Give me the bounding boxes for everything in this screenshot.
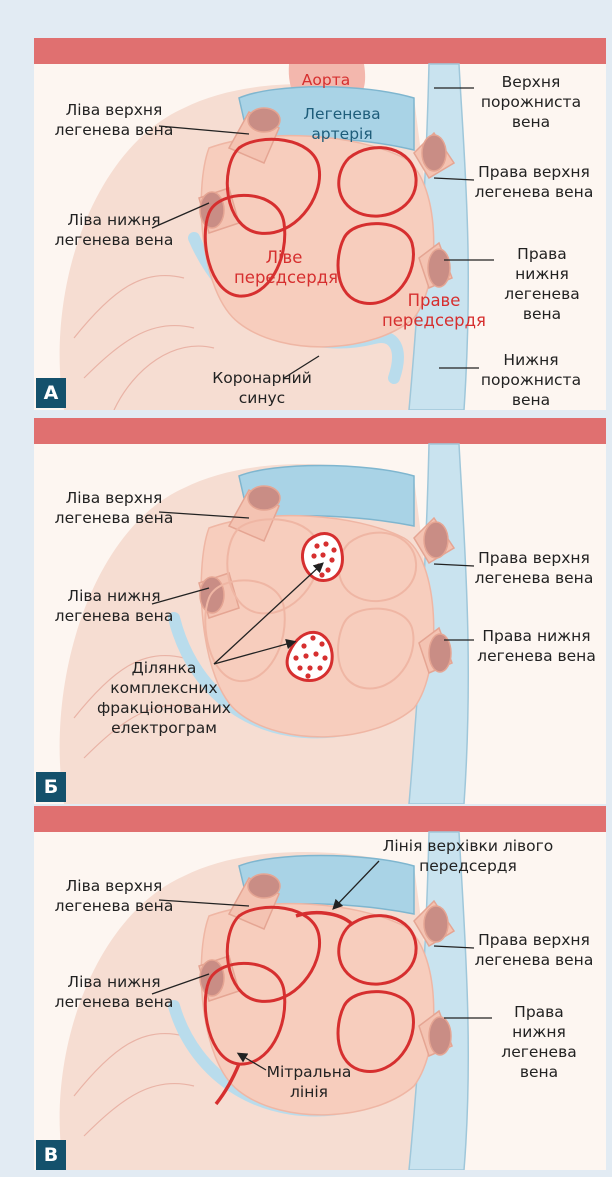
panel-a: Аорта Легенева артерія Верхня порожниста…: [34, 38, 606, 410]
panel-c-leader-lines: [34, 806, 606, 1170]
panel-a-leader-lines: [34, 38, 606, 410]
panel-b: Ліва верхня легенева вена Ліва нижня лег…: [34, 418, 606, 804]
panel-b-leader-lines: [34, 418, 606, 804]
panel-c: Ліва верхня легенева вена Ліва нижня лег…: [34, 806, 606, 1170]
panel-b-badge: Б: [36, 772, 66, 802]
panel-a-badge: А: [36, 378, 66, 408]
panel-c-badge: В: [36, 1140, 66, 1170]
